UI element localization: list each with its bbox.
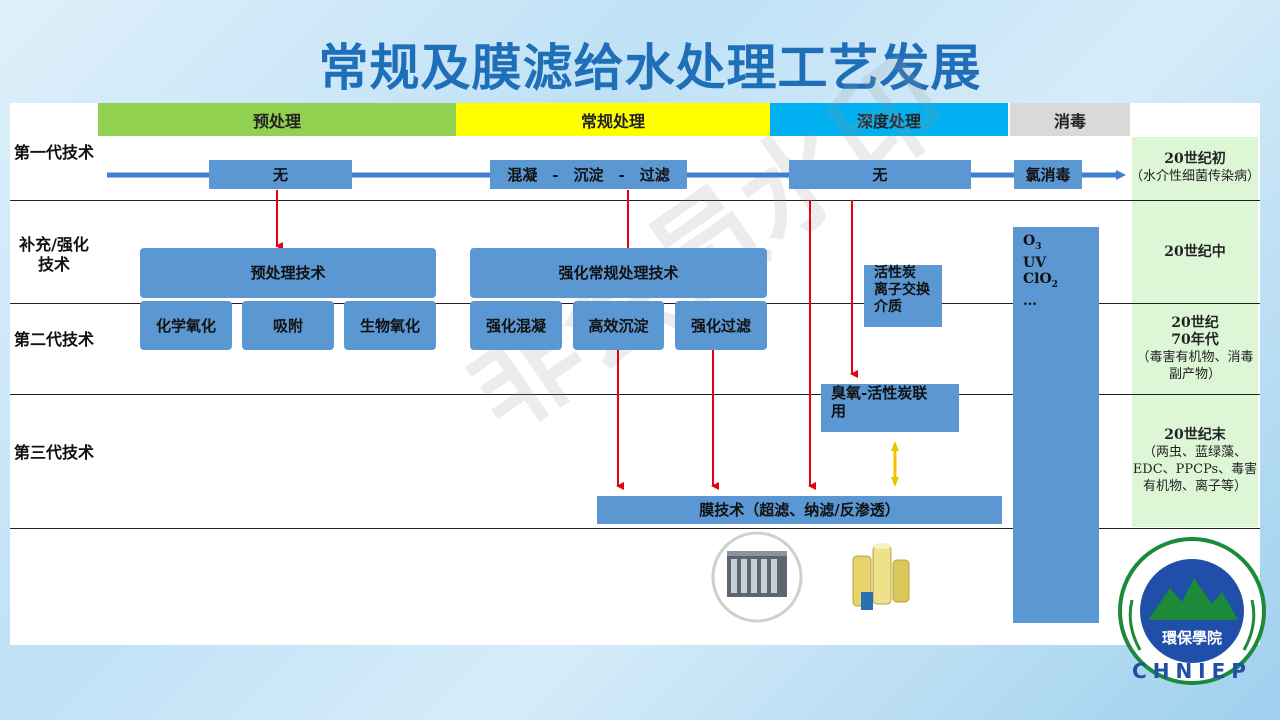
row-label-line: 补充/强化	[19, 235, 89, 254]
uf-module-image	[711, 531, 803, 623]
row-label-gen1: 第一代技术	[13, 143, 94, 162]
enhanced-conventional-box: 强化常规处理技术	[470, 248, 767, 298]
clo2-item: ClO2	[1023, 270, 1058, 290]
era-note: （两虫、蓝绿藻、	[1142, 445, 1247, 460]
header-pretreatment: 预处理	[98, 103, 456, 136]
era-note: EDC、PPCPs、毒害	[1132, 462, 1258, 477]
era-title: 70年代	[1171, 332, 1219, 348]
activated-carbon-box: 活性炭 离子交换 介质	[864, 265, 942, 327]
box-line: 活性炭	[874, 265, 916, 281]
box-line: 介质	[874, 299, 902, 315]
gen1-pretreatment-box: 无	[209, 160, 352, 189]
row-label-supplement: 补充/强化 技术	[12, 235, 96, 275]
row-label-gen2: 第二代技术	[13, 330, 94, 349]
more-item: …	[1023, 292, 1037, 309]
enhanced-coagulation-box: 强化混凝	[470, 301, 562, 350]
gen1-conventional-box: 混凝 - 沉淀 - 过滤	[490, 160, 687, 189]
era-mid: 20世纪中	[1130, 244, 1260, 261]
uv-item: UV	[1023, 254, 1047, 271]
era-early: 20世纪初 （水介性细菌传染病）	[1130, 151, 1260, 185]
high-rate-settling-box: 高效沉淀	[573, 301, 664, 350]
box-line: 离子交换	[874, 282, 930, 298]
row-label-line: 技术	[37, 255, 70, 274]
page-title: 常规及膜滤给水处理工艺发展	[318, 39, 982, 97]
ro-module-image	[836, 533, 924, 621]
box-line: 臭氧-活性炭联	[831, 384, 928, 402]
row-divider	[10, 200, 1260, 201]
era-seventies: 20世纪 70年代 （毒害有机物、消毒 副产物）	[1130, 315, 1260, 383]
pretreatment-tech-box: 预处理技术	[140, 248, 436, 298]
membrane-tech-box: 膜技术（超滤、纳滤/反渗透）	[597, 496, 1002, 524]
box-line: 用	[831, 402, 847, 420]
header-conventional: 常规处理	[456, 103, 770, 136]
era-title: 20世纪	[1171, 315, 1219, 331]
era-title: 20世纪末	[1164, 427, 1226, 443]
row-divider	[10, 528, 1260, 529]
gen1-advanced-box: 无	[789, 160, 971, 189]
ozone-item: O3	[1023, 233, 1042, 252]
logo-name: 環保學院	[1162, 629, 1222, 647]
header-advanced: 深度处理	[770, 103, 1008, 136]
era-column	[1132, 137, 1258, 527]
era-note: （水介性细菌传染病）	[1130, 169, 1261, 184]
era-title: 20世纪中	[1164, 244, 1226, 260]
logo-letters: CHNIEP	[1132, 659, 1252, 683]
enhanced-filtration-box: 强化过滤	[675, 301, 767, 350]
adsorption-box: 吸附	[242, 301, 334, 350]
era-late: 20世纪末 （两虫、蓝绿藻、 EDC、PPCPs、毒害 有机物、离子等）	[1130, 427, 1260, 495]
era-note: （毒害有机物、消毒	[1136, 350, 1254, 365]
era-note: 副产物）	[1168, 367, 1221, 382]
ozone-carbon-box: 臭氧-活性炭联 用	[821, 384, 959, 432]
chemical-oxidation-box: 化学氧化	[140, 301, 232, 350]
row-label-gen3: 第三代技术	[13, 443, 94, 462]
logo-icon	[1118, 537, 1266, 685]
era-note: 有机物、离子等）	[1142, 479, 1247, 494]
row-divider	[10, 394, 1260, 395]
bio-oxidation-box: 生物氧化	[344, 301, 436, 350]
header-disinfection: 消毒	[1010, 103, 1130, 136]
disinfection-methods-box: O3 UV ClO2 …	[1013, 227, 1099, 623]
gen1-chlorination-box: 氯消毒	[1014, 160, 1082, 189]
era-title: 20世纪初	[1164, 151, 1226, 167]
